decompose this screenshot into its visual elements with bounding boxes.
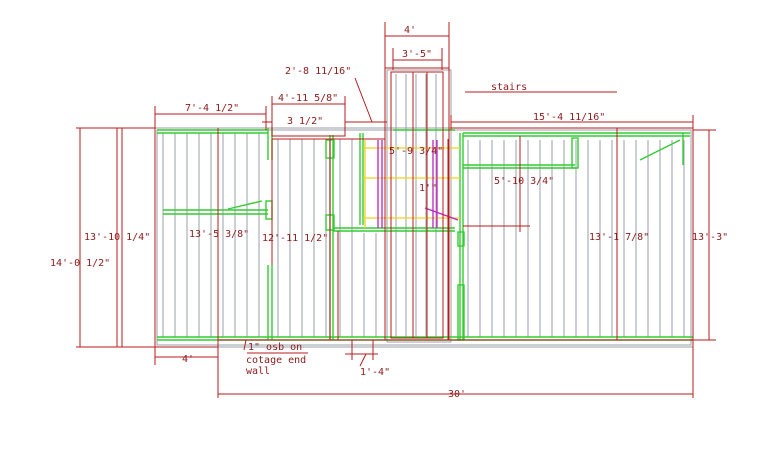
dim-1-foot: 1'" [419,183,437,194]
dim-bottom-30: 30' [448,389,466,400]
dimension-lines [76,22,716,398]
dim-13-5: 13'-5 3/8" [189,229,249,240]
note-osb-line1: 1" osb on [248,342,302,353]
dim-left-14-0: 14'-0 1/2" [50,258,110,269]
headers [363,140,460,228]
dim-5-10: 5'-10 3/4" [494,176,554,187]
note-osb-line3: wall [246,366,270,377]
dim-bottom-4: 4' [182,354,194,365]
dim-7-4: 7'-4 1/2" [185,103,239,114]
stair-framing [377,140,459,228]
dimension-labels: 4' 3'-5" 2'-8 11/16" stairs 7'-4 1/2" 4'… [50,25,728,400]
dim-5-9: 5'-9 3/4" [389,146,443,157]
dim-right-13-3: 13'-3" [692,232,728,243]
dim-left-13-10: 13'-10 1/4" [84,232,150,243]
dim-tower-inner: 3'-5" [402,49,432,60]
label-stairs: stairs [491,82,527,93]
dim-3-half: 3 1/2" [287,116,323,127]
dim-tower-width: 4' [404,25,416,36]
note-osb-line2: cotage end [246,355,306,366]
dim-13-1: 13'-1 7/8" [589,232,649,243]
wall-studs [162,74,685,337]
dim-1-4: 1'-4" [360,367,390,378]
dim-12-11: 12'-11 1/2" [262,233,328,244]
dim-15-4: 15'-4 11/16" [533,112,605,123]
dim-2-8: 2'-8 11/16" [285,66,351,77]
dim-4-11: 4'-11 5/8" [278,93,338,104]
